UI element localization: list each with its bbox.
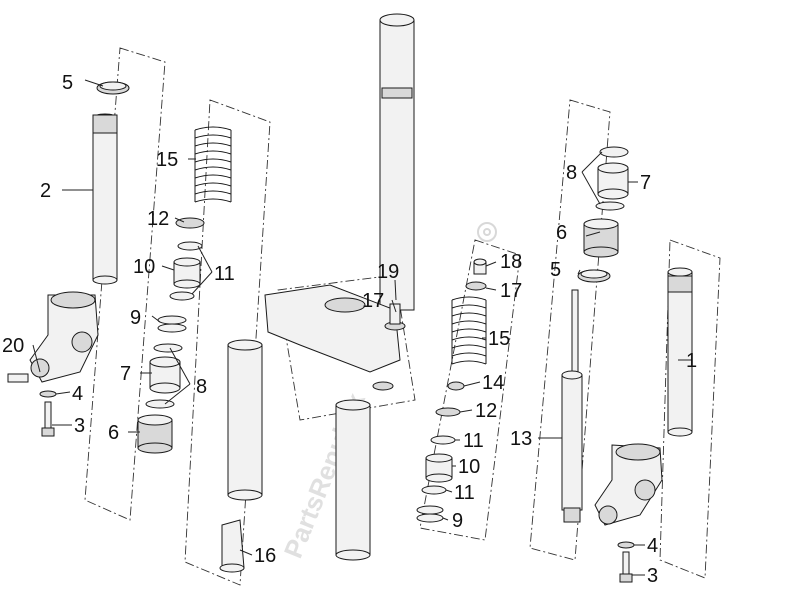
left-guide-bushing	[137, 414, 173, 454]
callout-6-left: 6	[108, 422, 119, 444]
right-stanchion-tube	[335, 399, 371, 561]
right-spring-cap	[435, 407, 461, 417]
group-panel-steering-stem	[277, 274, 416, 421]
left-bolt	[41, 401, 55, 437]
steering-stem-crown	[264, 284, 401, 373]
right-washer-stack	[416, 505, 444, 523]
right-bolt	[619, 551, 633, 583]
left-wheel-hub-bracket	[7, 291, 99, 383]
callout-18: 18	[500, 251, 522, 273]
group-panel-right-fork-outer	[659, 239, 721, 579]
callout-19: 19	[377, 261, 399, 283]
steering-lower-ring	[372, 381, 394, 391]
callout-4-left: 4	[72, 383, 83, 405]
group-panel-right-damper	[529, 99, 611, 561]
left-seal-ring	[96, 81, 130, 95]
callout-11-right-lower: 11	[454, 482, 475, 504]
watermark-gear-icon	[477, 222, 497, 242]
left-washer	[39, 390, 57, 398]
left-lower-bushing	[149, 356, 181, 394]
right-guide-bushing	[583, 218, 619, 258]
callout-11-right-upper: 11	[463, 430, 484, 452]
right-circlip-lower	[421, 485, 447, 495]
callout-7-left: 7	[120, 363, 131, 385]
group-panel-right-spring	[419, 239, 521, 541]
steering-bearing	[384, 303, 406, 331]
callout-10-right: 10	[458, 456, 480, 478]
right-wheel-hub-bracket	[594, 443, 663, 526]
callout-11-left: 11	[214, 263, 235, 285]
left-fork-tube	[92, 113, 118, 285]
right-seal-ring	[577, 269, 611, 283]
callout-9-right: 9	[452, 510, 463, 532]
callout-20: 20	[2, 335, 24, 357]
callout-4-right: 4	[647, 535, 658, 557]
callout-16: 16	[254, 545, 276, 567]
left-circlip-lower	[153, 343, 183, 353]
callout-6-right: 6	[556, 222, 567, 244]
left-stanchion-tube	[227, 339, 263, 501]
damper-rod	[561, 289, 583, 523]
left-upper-bushing	[173, 257, 201, 289]
left-circlip-middle	[169, 291, 195, 301]
right-top-seal	[465, 281, 487, 291]
callout-7-right: 7	[640, 172, 651, 194]
right-upper-circlip	[599, 146, 629, 158]
callout-13: 13	[510, 428, 532, 450]
callout-1: 1	[686, 350, 697, 372]
right-fork-tube	[667, 267, 693, 437]
callout-14: 14	[482, 372, 504, 394]
callout-5-right: 5	[550, 259, 561, 281]
callout-9-left: 9	[130, 307, 141, 329]
left-circlip-upper	[177, 241, 203, 251]
callout-15-left: 15	[156, 149, 178, 171]
callout-17-left: 17	[362, 290, 384, 312]
callout-17-right: 17	[500, 280, 522, 302]
callout-2: 2	[40, 180, 51, 202]
callout-5-left: 5	[62, 72, 73, 94]
right-lower-circlip	[595, 201, 625, 211]
right-washer	[617, 541, 635, 549]
dust-boot	[219, 519, 245, 573]
right-circlip-upper	[430, 435, 456, 445]
callout-3-right: 3	[647, 565, 658, 587]
group-panel-left-fork-outer	[84, 47, 166, 521]
right-top-cap	[473, 258, 487, 275]
left-washer-stack	[157, 315, 187, 333]
group-panel-left-spring	[184, 99, 271, 586]
callout-15-right: 15	[488, 328, 510, 350]
right-spring-seat	[447, 381, 465, 391]
steering-stem-tube	[379, 13, 415, 311]
callout-8-left: 8	[196, 376, 207, 398]
left-spring-cap	[175, 217, 205, 229]
left-spring	[194, 126, 232, 203]
callout-12-left: 12	[147, 208, 169, 230]
right-upper-bushing	[425, 453, 453, 483]
callout-8-right: 8	[566, 162, 577, 184]
right-upper-bushing-7	[597, 162, 629, 200]
left-snap-ring	[145, 399, 175, 409]
callout-10-left: 10	[133, 256, 155, 278]
callout-3-left: 3	[74, 415, 85, 437]
right-spring	[451, 296, 487, 365]
callout-12-right: 12	[475, 400, 497, 422]
callout-labels: 5 2 20 4 3 6 7 8 9 10 11 12 15 16 19 17 …	[2, 72, 697, 587]
leader-lines	[32, 79, 692, 576]
